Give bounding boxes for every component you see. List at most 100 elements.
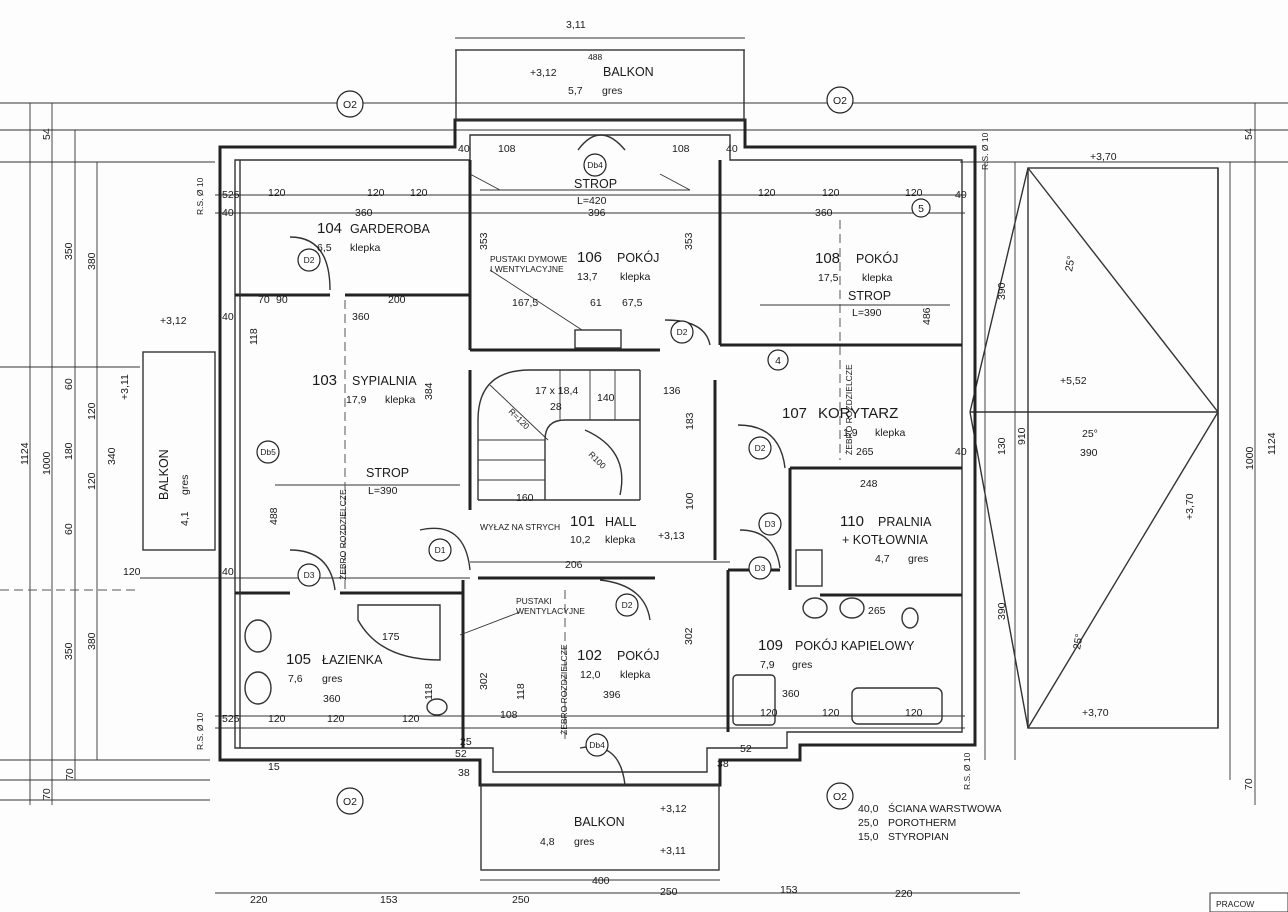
dim-label: 396 (603, 689, 621, 701)
room-104-name: GARDEROBA (350, 222, 431, 236)
rib-note: ŻEBRO ROZDZIELCZE (338, 489, 348, 580)
room-107-number: 107 (782, 405, 807, 422)
dim-label: 70 (64, 768, 76, 780)
section-marker-label: O2 (343, 796, 357, 808)
dim-label: 183 (684, 412, 696, 430)
dim-label: 25 (460, 736, 472, 748)
dim-label: 488 (268, 507, 280, 525)
balcony-left-floor: gres (179, 475, 191, 495)
rs-note: R.S. Ø 10 (980, 132, 990, 170)
dim-label: 15 (268, 761, 280, 773)
dim-label: 248 (860, 478, 878, 490)
dim-label: 54 (1243, 128, 1255, 140)
dim-label: 1000 (1244, 446, 1256, 470)
dim-label: 120 (268, 713, 286, 725)
door-label: Db5 (260, 447, 276, 457)
wall-legend-desc: POROTHERM (888, 817, 956, 829)
room-107-area: 1,9 (843, 427, 858, 439)
dim-label: 302 (478, 672, 490, 690)
level-label: +3,70 (1082, 707, 1109, 719)
room-106-name: POKÓJ (617, 250, 659, 265)
room-108-area: 17,5 (818, 272, 839, 284)
level-label: +3,70 (1184, 493, 1196, 520)
dim-label: 250 (512, 894, 530, 906)
room-109-number: 109 (758, 637, 783, 654)
strop-span: L=420 (577, 195, 607, 207)
balcony-top-level: +3,12 (530, 67, 557, 79)
room-105-area: 7,6 (288, 673, 303, 685)
dim-label: 40 (726, 143, 738, 155)
dim-label: 1124 (1266, 432, 1278, 455)
dim-label: 40 (222, 311, 234, 323)
axis-marker-label: 5 (918, 203, 924, 215)
dim-label: 910 (1016, 427, 1028, 445)
dim-label: 353 (478, 232, 490, 250)
level-label: +3,11 (660, 845, 686, 857)
rs-note: R.S. Ø 10 (195, 177, 205, 215)
dim-label: 153 (380, 894, 398, 906)
chimney-note: PUSTAKI DYMOWE (490, 254, 568, 264)
room-108-floor: klepka (862, 272, 893, 284)
room-103-name: SYPIALNIA (352, 374, 417, 388)
room-108-number: 108 (815, 250, 840, 267)
dim-label: 340 (106, 447, 118, 465)
dim-label: 384 (423, 382, 435, 400)
room-110-area: 4,7 (875, 553, 890, 565)
level-label: 3,11 (566, 19, 586, 31)
dim-label: 1124 (19, 442, 31, 465)
dim-label: 220 (895, 888, 913, 900)
dim-label: 396 (588, 207, 606, 219)
balcony-outlines (142, 49, 745, 871)
dim-label: 118 (515, 683, 527, 700)
room-109-area: 7,9 (760, 659, 775, 671)
room-107-floor: klepka (875, 427, 906, 439)
room-106-number: 106 (577, 249, 602, 266)
dim-label: 136 (663, 385, 681, 397)
dim-label: 100 (684, 492, 696, 510)
dim-label: 486 (921, 307, 933, 325)
dim-label: 120 (822, 707, 840, 719)
dim-label: 61 (590, 297, 602, 309)
room-110-name: PRALNIA (878, 515, 932, 529)
annotation-lines (0, 173, 950, 740)
dim-label: 380 (86, 252, 98, 270)
dim-label: 70 (258, 294, 270, 306)
dim-label: 400 (592, 875, 610, 887)
dim-label: 108 (498, 143, 516, 155)
room-102-name: POKÓJ (617, 648, 659, 663)
room-110-number: 110 (840, 513, 864, 530)
strop-label: STROP (574, 177, 617, 191)
room-101-number: 101 (570, 513, 595, 530)
dim-label: 118 (423, 683, 435, 700)
strop-span: L=390 (368, 485, 398, 497)
vent-note-2: WENTYLACYJNE (516, 606, 585, 616)
dim-label: 350 (63, 242, 75, 260)
rib-note: ŻEBRO ROZDZIELCZE (559, 644, 569, 735)
dim-label: 60 (63, 523, 75, 535)
dim-label: 360 (352, 311, 370, 323)
dim-label: 206 (565, 559, 583, 571)
room-101-area: 10,2 (570, 534, 591, 546)
dim-label: 120 (410, 187, 428, 199)
room-103-floor: klepka (385, 394, 416, 406)
dim-label: 120 (123, 566, 141, 578)
balcony-top-name: BALKON (603, 65, 654, 79)
dim-label: 108 (672, 143, 690, 155)
dim-label: 390 (1080, 447, 1098, 459)
room-109-name: POKÓJ KAPIELOWY (795, 638, 915, 653)
room-110-name-2: + KOTŁOWNIA (842, 533, 928, 547)
door-label: D3 (765, 519, 776, 529)
dim-label: 40 (458, 143, 470, 155)
section-markers (256, 86, 931, 815)
dim-label: 302 (683, 627, 695, 645)
balcony-bottom-floor: gres (574, 836, 594, 848)
dim-label: 180 (63, 442, 75, 460)
level-label: +3,13 (658, 530, 685, 542)
dim-label: 52 (455, 748, 467, 760)
strop-span: L=390 (852, 307, 882, 319)
room-101-floor: klepka (605, 534, 636, 546)
dim-label: 120 (367, 187, 385, 199)
room-109-floor: gres (792, 659, 812, 671)
dim-label: 380 (86, 632, 98, 650)
wall-legend-desc: STYROPIAN (888, 831, 949, 843)
